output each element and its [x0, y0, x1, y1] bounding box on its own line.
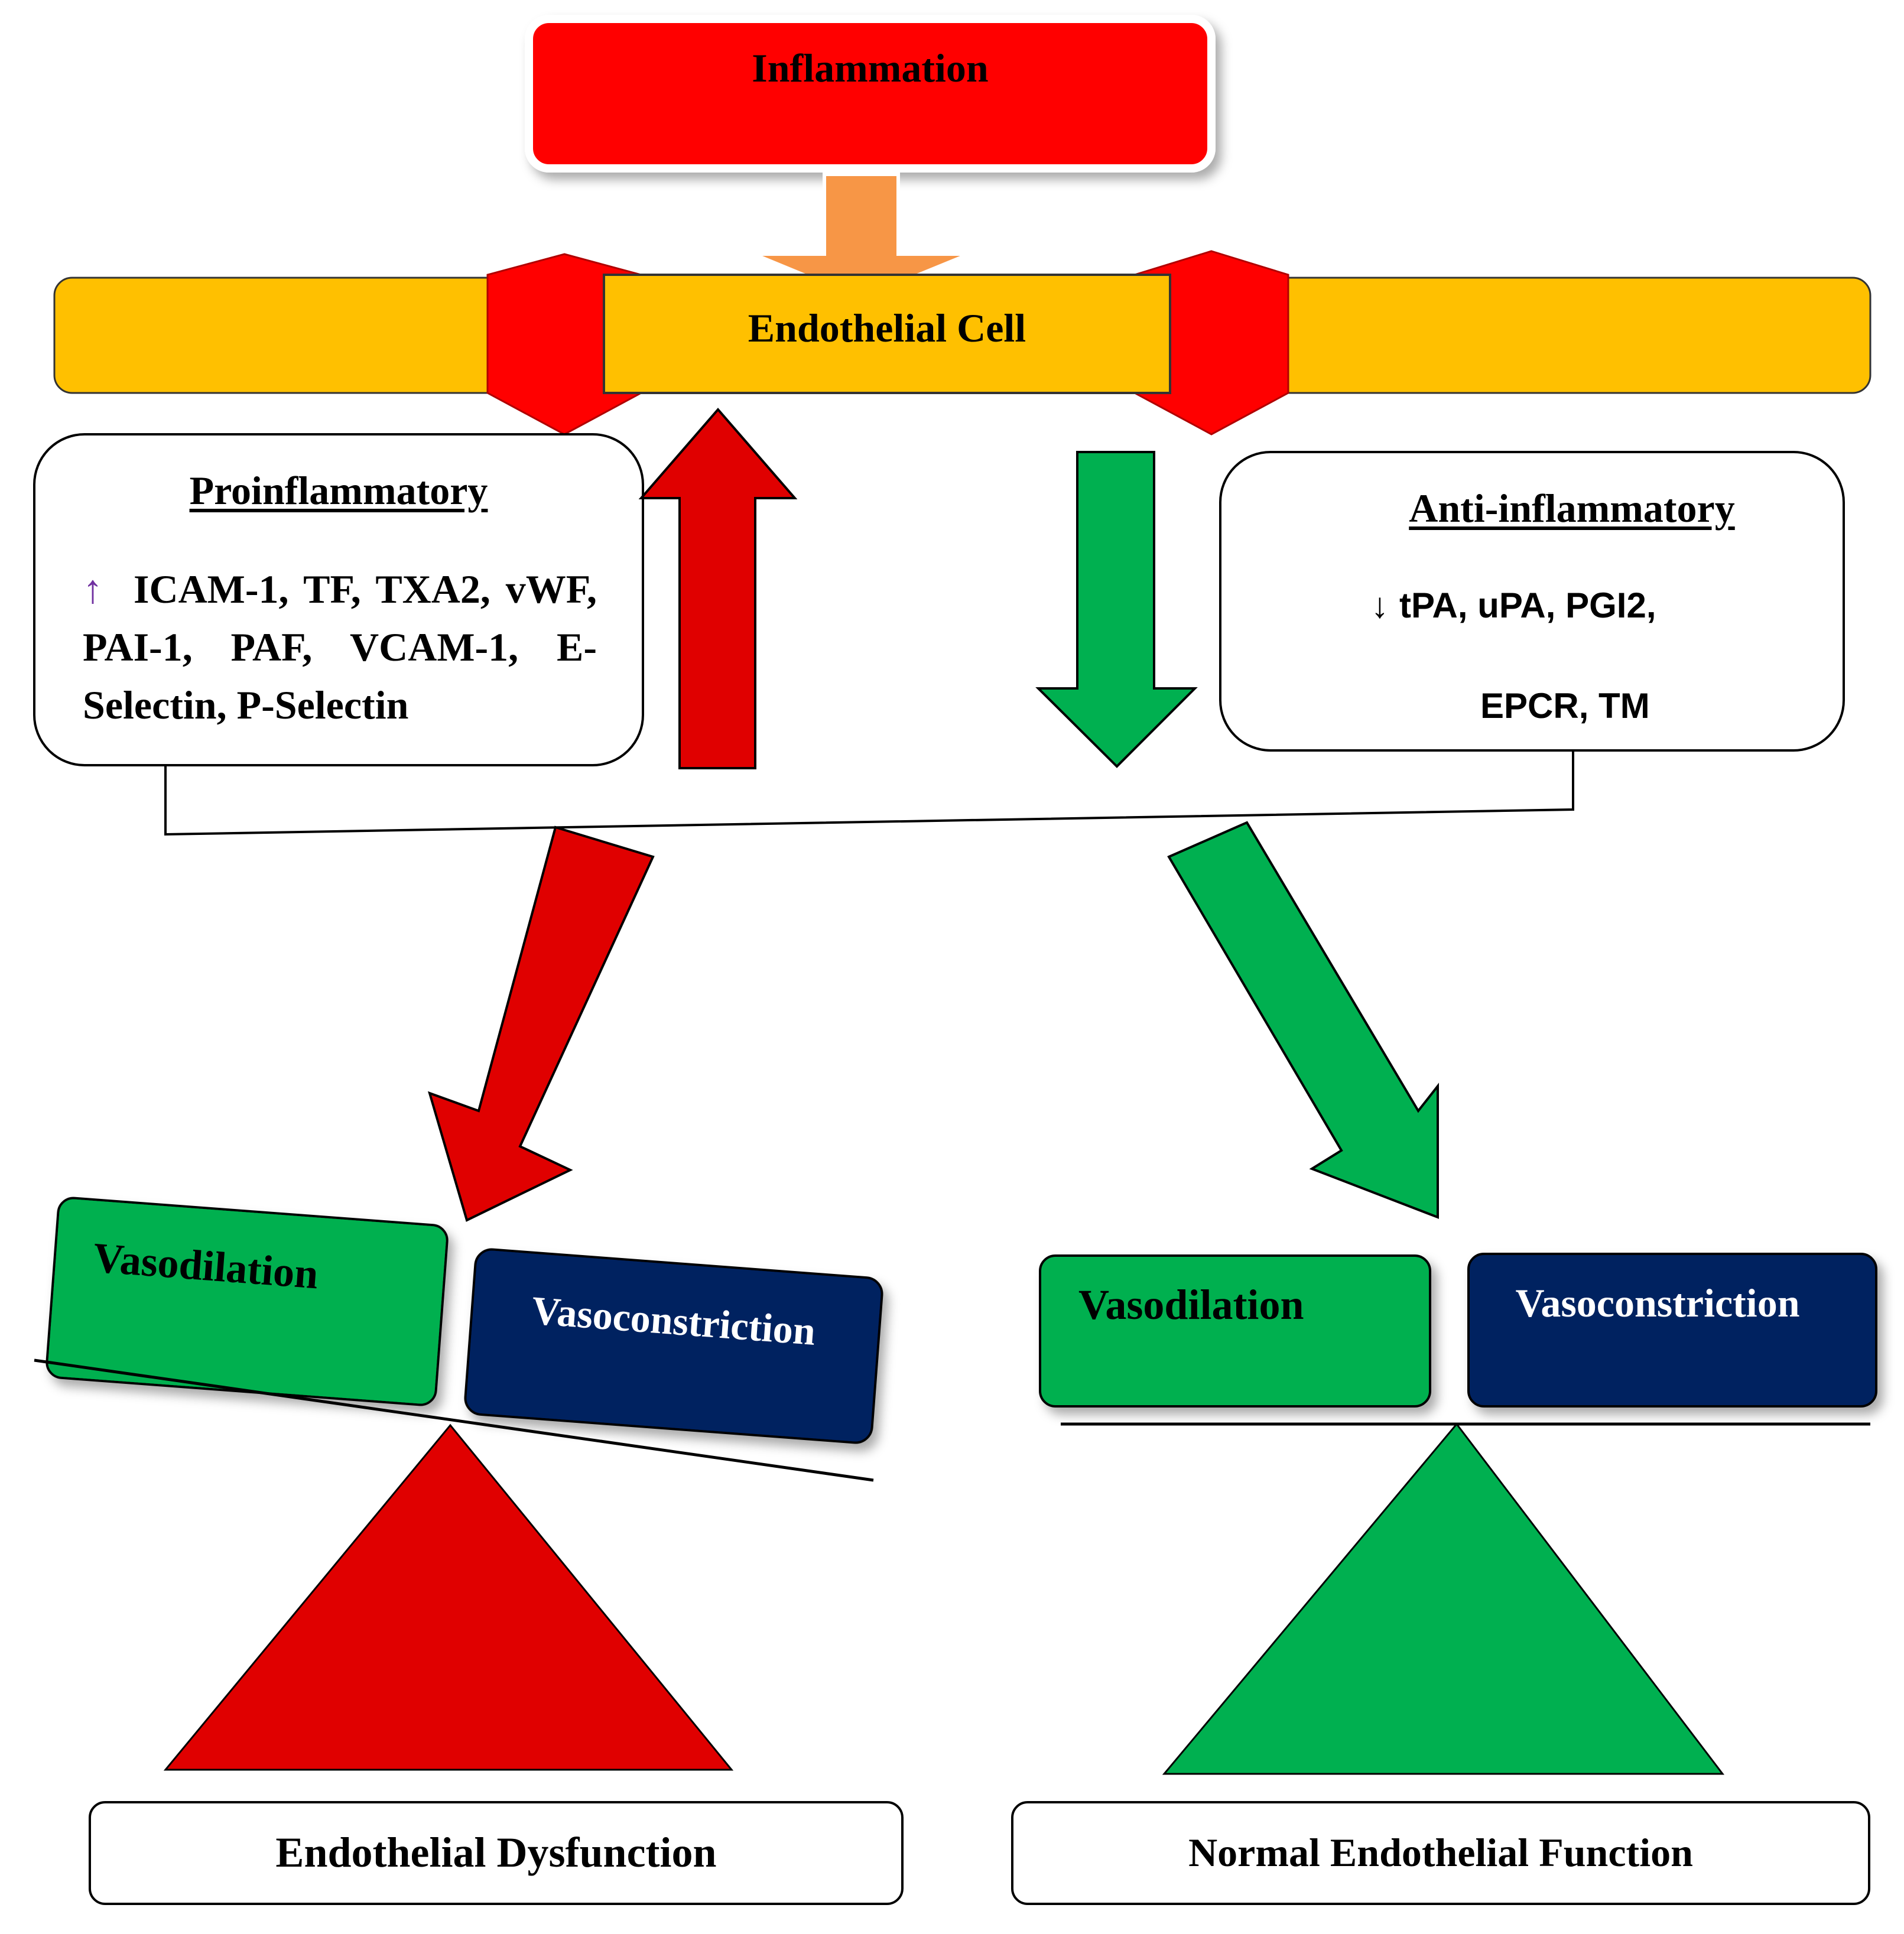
right-vasodilation-box [1039, 1254, 1431, 1408]
endothelial-bar-left [53, 277, 531, 394]
right-fulcrum [1162, 1422, 1725, 1775]
anti-inflammatory-box [1219, 451, 1845, 752]
red-diagonal-arrow [427, 825, 655, 1222]
green-down-arrow [1035, 451, 1198, 768]
endothelial-dysfunction-label: Endothelial Dysfunction [275, 1828, 717, 1876]
right-outcome-box [1011, 1801, 1870, 1905]
left-outcome-box [89, 1801, 904, 1905]
down-arrow-glyph: ↓ [1371, 586, 1389, 625]
endothelial-bar-right [1249, 277, 1871, 394]
normal-endothelial-function-label: Normal Endothelial Function [1188, 1829, 1693, 1875]
endothelial-cell-label: Endothelial Cell [748, 305, 1026, 350]
green-diagonal-arrow [1167, 821, 1439, 1219]
left-fulcrum [163, 1423, 734, 1771]
anti-inflammatory-line2: EPCR, TM [1480, 686, 1650, 726]
connector-bracket [164, 750, 1574, 836]
left-vasodilation-box [46, 1197, 449, 1406]
left-vasoconstriction-box [464, 1248, 883, 1444]
right-vasoconstriction-label: Vasoconstriction [1515, 1280, 1800, 1325]
right-vasoconstriction-box [1467, 1253, 1877, 1408]
proinflammatory-title: Proinflammatory [189, 467, 488, 513]
up-arrow-glyph: ↑ [83, 567, 103, 612]
proinflammatory-markers-text: ICAM-1, TF, TXA2, vWF, PAI-1, PAF, VCAM-… [83, 567, 597, 727]
inflammation-label: Inflammation [752, 45, 989, 90]
endothelial-bar-center [603, 274, 1171, 394]
red-up-arrow [638, 407, 798, 769]
anti-inflammatory-title: Anti-inflammatory [1409, 485, 1735, 531]
inflammation-box [525, 15, 1216, 173]
anti-inflammatory-markers-line1: tPA, uPA, PGI2, [1399, 586, 1656, 625]
proinflammatory-markers: ↑ICAM-1, TF, TXA2, vWF, PAI-1, PAF, VCAM… [83, 560, 597, 734]
anti-inflammatory-line1: ↓ tPA, uPA, PGI2, [1371, 585, 1656, 626]
right-vasodilation-label: Vasodilation [1078, 1280, 1304, 1328]
left-balance-beam [34, 1358, 874, 1482]
proinflammatory-box [33, 433, 644, 766]
